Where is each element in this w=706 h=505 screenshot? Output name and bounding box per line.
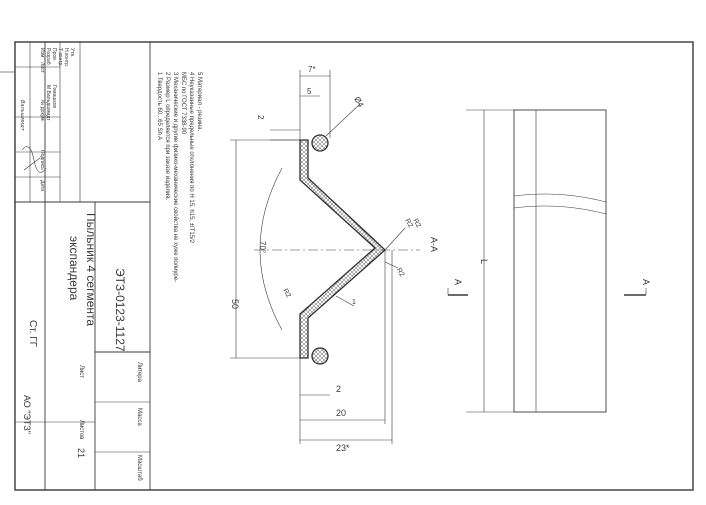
signature-scribble	[21, 146, 47, 173]
sign-extra: Вальшмидт	[19, 100, 25, 132]
sign-header: № докум.	[39, 100, 45, 122]
dim-leader	[335, 295, 355, 307]
dim-radius-c: R2	[395, 267, 406, 278]
section-mark-right: А	[641, 279, 651, 285]
sign-name: Гемашков	[51, 85, 57, 108]
break-line	[513, 205, 607, 215]
sign-role: Т контр.	[57, 48, 63, 67]
sign-role: Утв.	[69, 48, 75, 58]
note-line: 2 Размер L определяется при заказе издел…	[164, 72, 170, 200]
dim-bead: Ø4	[352, 95, 365, 109]
title-block	[14, 41, 151, 491]
note-line: 1 Твердость 60...65 Sh A	[156, 72, 162, 140]
sign-name: М Вальдшмидт	[45, 85, 51, 121]
dim-angle: 70°	[258, 241, 267, 253]
litera-label: Литера	[136, 362, 142, 383]
note-line: МБС по ГОСТ 7338-90	[180, 72, 186, 135]
sheets-label: Листов	[78, 420, 84, 440]
dim-width-20: 20	[336, 408, 346, 418]
dim-width-23: 23*	[336, 443, 350, 453]
dim-top-inner: 5	[307, 87, 312, 96]
stamp-text: Ст. ГГ	[27, 320, 38, 348]
note-line: 5 Материал - резина.	[196, 72, 202, 131]
break-line	[513, 193, 607, 203]
dim-base: 2	[336, 384, 341, 394]
title-block-border	[14, 41, 151, 491]
bead-bottom	[311, 347, 329, 365]
sign-role: Н контр.	[63, 48, 69, 67]
note-line: 3 Механические и другие физико-механичес…	[172, 72, 179, 282]
sign-header: Изм	[39, 48, 45, 58]
notes-block: 1 Твердость 60...65 Sh A 2 Размер L опре…	[156, 72, 202, 282]
dim-radius-d: R2	[281, 288, 292, 299]
sign-role: Разраб.	[45, 48, 51, 66]
dim-leader	[325, 103, 361, 137]
section-markers: А А	[447, 279, 651, 296]
sheet-label: Лист	[78, 365, 84, 378]
note-line: 4 Неуказанные предельные отклонения по H…	[188, 72, 194, 244]
profile-section	[254, 134, 420, 365]
sign-header: Дата	[39, 180, 45, 191]
strip-view: L	[466, 109, 607, 413]
dim-top-width: 7*	[308, 65, 316, 74]
dim-angle-arc	[259, 167, 283, 331]
sign-role: Пров.	[51, 48, 57, 61]
organization-text: АО "ЭТЗ"	[22, 395, 32, 434]
title-line2-text: экспандера	[67, 236, 81, 301]
dim-height: 50	[230, 299, 240, 309]
bead-top	[311, 134, 329, 152]
profile-shape	[299, 139, 386, 359]
section-label: А-А	[429, 237, 439, 252]
dimensions: 7* 5 2 Ø4 R2 R2 R2 70° 50 R2 1 2 20 23*	[230, 65, 422, 453]
sheets-total-text: 21	[76, 448, 86, 458]
dim-thick-1: 1	[352, 299, 356, 306]
mass-label: Масса	[136, 408, 142, 426]
dim-leader	[384, 261, 399, 269]
sign-header: Лист	[39, 62, 45, 74]
dim-leader	[384, 227, 406, 251]
dim-wall: 2	[256, 115, 265, 120]
scale-label: Масштаб	[136, 455, 142, 481]
designation-text: ЭТЗ-0123-1127	[113, 268, 127, 352]
dim-radius-b: R2	[411, 218, 422, 229]
sign-header: Подпись	[39, 150, 45, 170]
title-line1-text: Пыльник 4 сегмента	[84, 213, 98, 326]
strip-outline	[513, 109, 607, 413]
section-mark-left: А	[453, 279, 463, 285]
dim-radius-a: R2	[403, 218, 414, 229]
dim-length: L	[479, 259, 489, 264]
